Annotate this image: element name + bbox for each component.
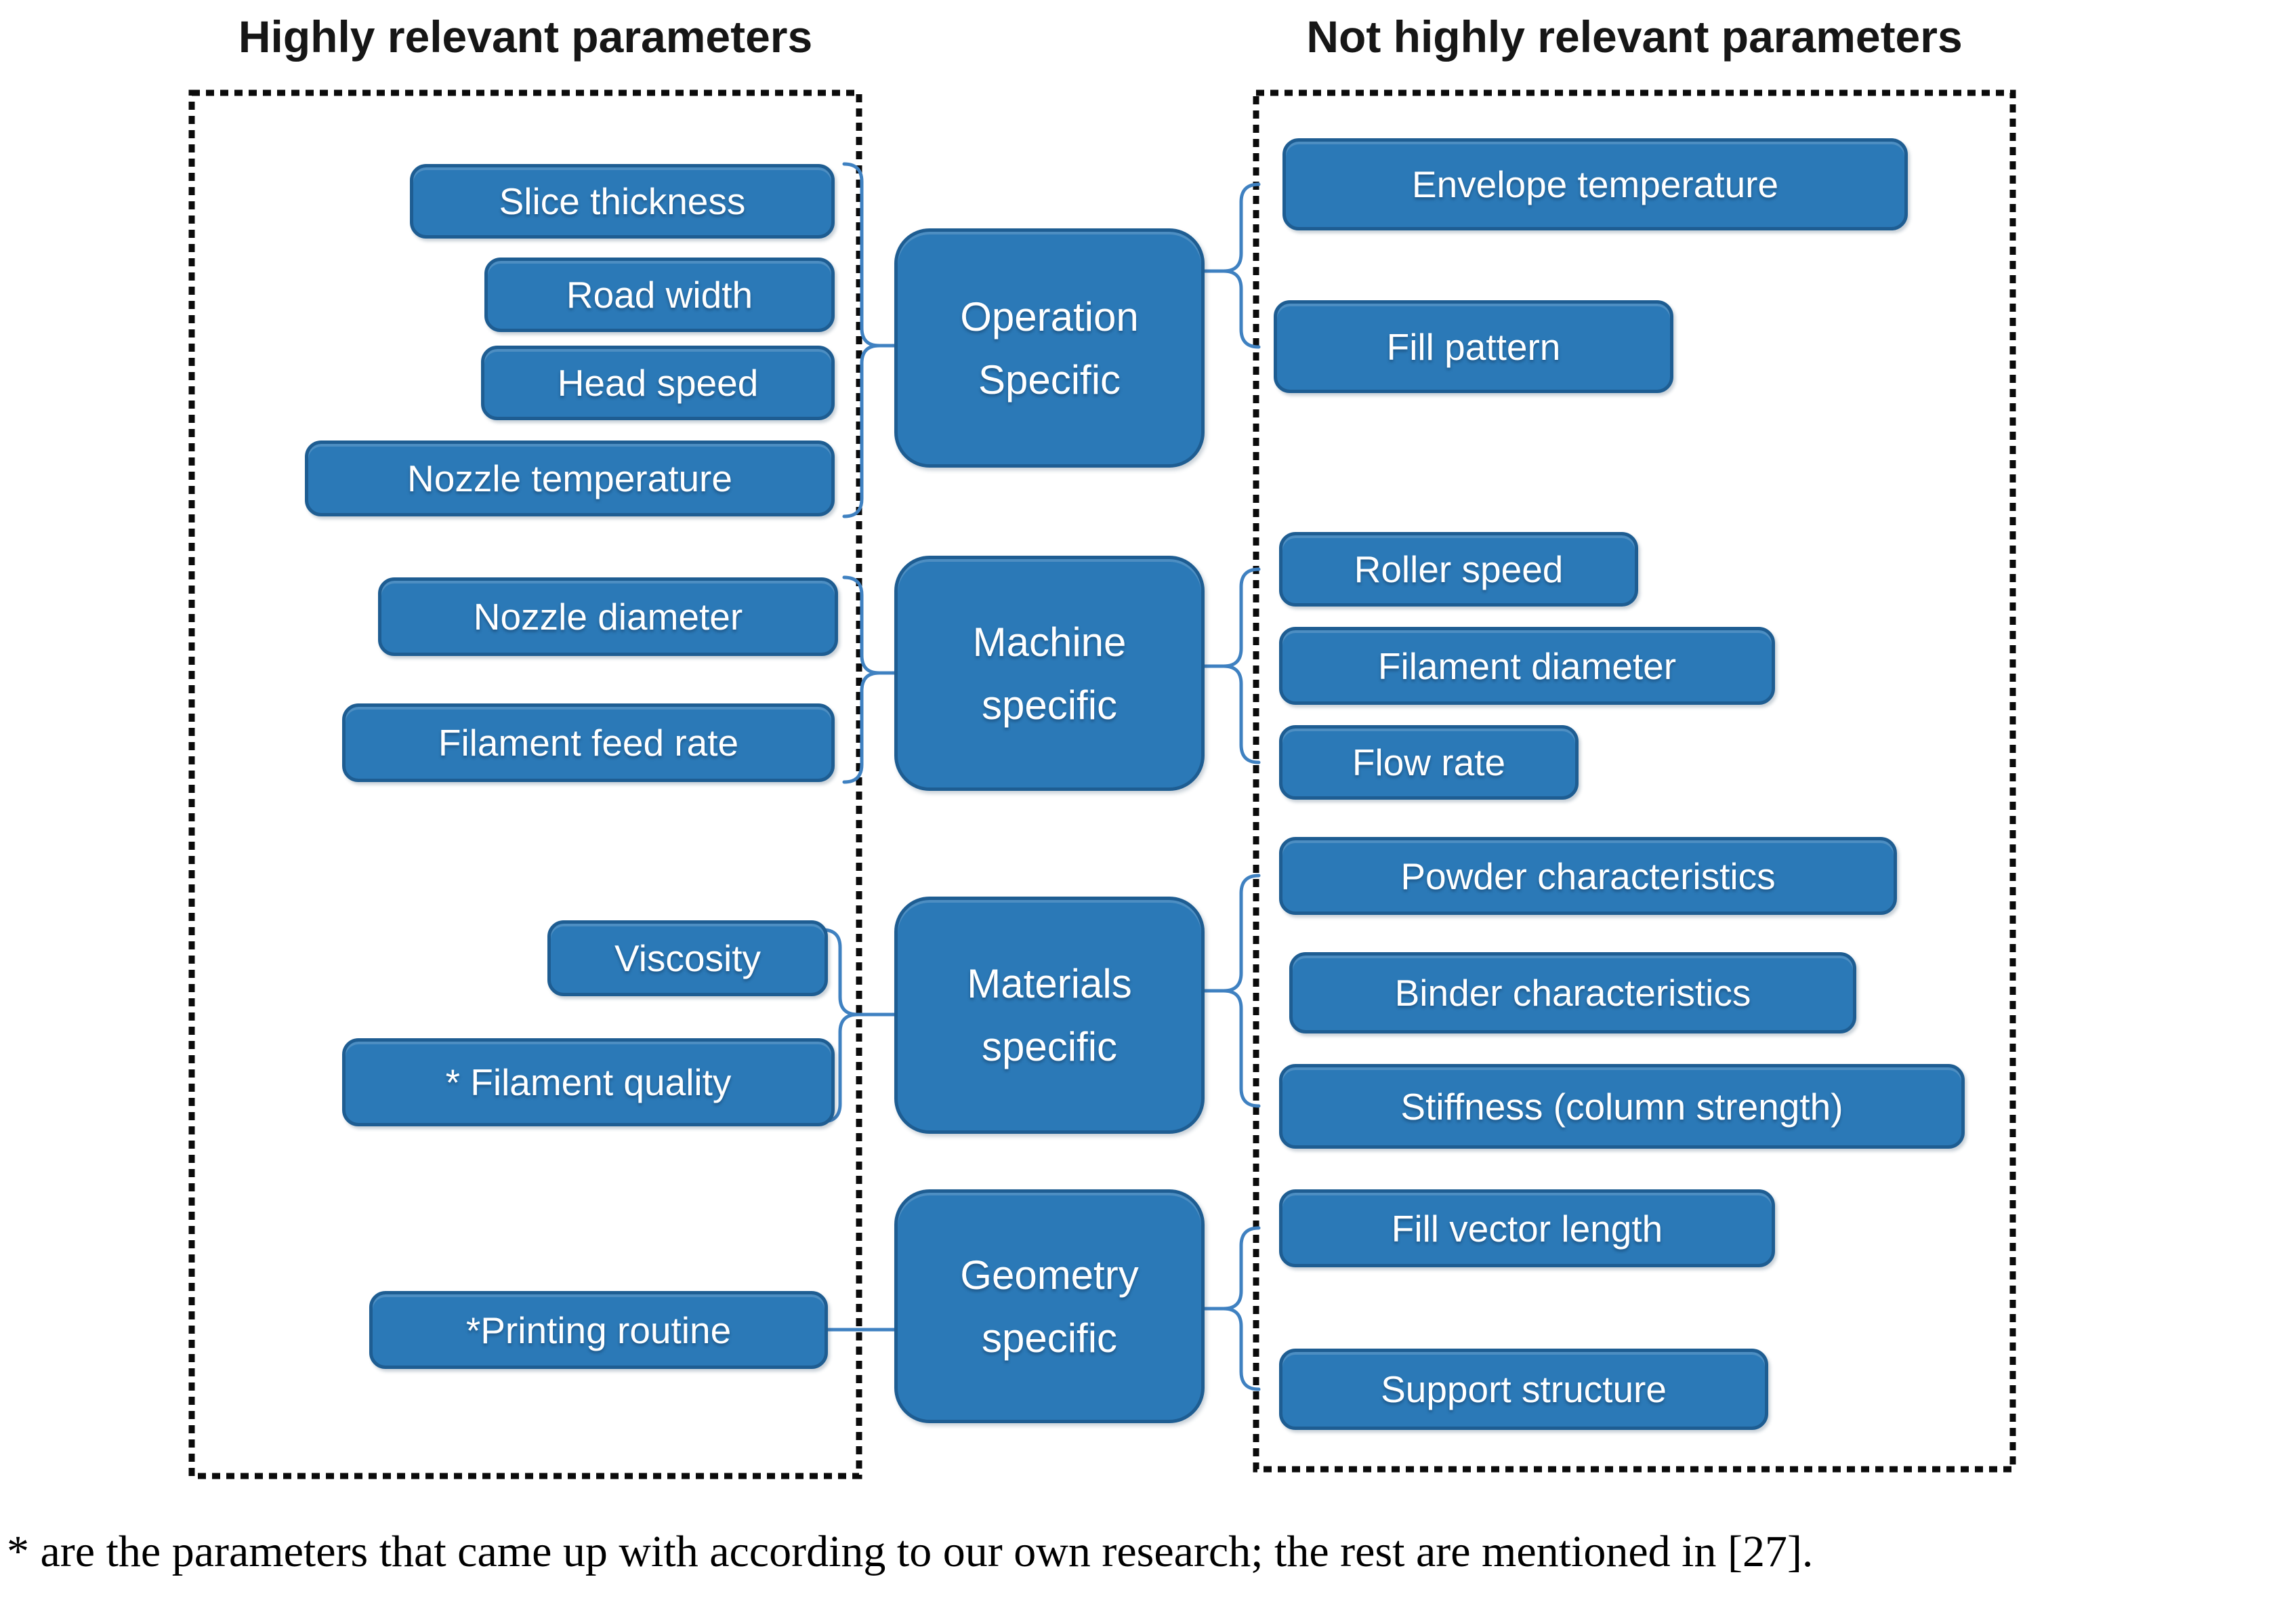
connector-brace-4	[1223, 182, 1261, 349]
param-box-viscosity: Viscosity	[547, 920, 828, 996]
param-box-support-structure: Support structure	[1279, 1349, 1768, 1430]
param-box-flow-rate: Flow rate	[1279, 725, 1579, 800]
param-box-powder-characteristics: Powder characteristics	[1279, 837, 1897, 915]
category-box-operation: Operation Specific	[894, 228, 1205, 468]
param-box-filament-feed-rate: Filament feed rate	[342, 703, 835, 782]
param-box-binder-characteristics: Binder characteristics	[1289, 952, 1856, 1033]
right-column-title: Not highly relevant parameters	[1306, 12, 1963, 62]
param-box-printing-routine: *Printing routine	[369, 1291, 828, 1369]
param-box-road-width: Road width	[484, 258, 835, 332]
category-box-geometry: Geometry specific	[894, 1189, 1205, 1423]
left-dotted-frame	[188, 89, 862, 1479]
param-box-stiffness: Stiffness (column strength)	[1279, 1064, 1965, 1149]
param-box-head-speed: Head speed	[481, 346, 835, 420]
param-box-roller-speed: Roller speed	[1279, 532, 1638, 607]
category-box-materials: Materials specific	[894, 897, 1205, 1134]
param-box-nozzle-diameter: Nozzle diameter	[378, 577, 838, 656]
param-box-nozzle-temperature: Nozzle temperature	[305, 441, 835, 516]
param-box-fill-pattern: Fill pattern	[1274, 300, 1673, 393]
footnote: * are the parameters that came up with a…	[7, 1527, 1814, 1576]
left-column-title: Highly relevant parameters	[238, 12, 813, 62]
param-box-slice-thickness: Slice thickness	[410, 164, 835, 239]
right-dotted-frame	[1253, 89, 2016, 1473]
param-box-fill-vector-length: Fill vector length	[1279, 1189, 1775, 1267]
param-box-filament-quality: * Filament quality	[342, 1038, 835, 1126]
category-box-machine: Machine specific	[894, 556, 1205, 791]
param-box-envelope-temperature: Envelope temperature	[1282, 138, 1908, 230]
param-box-filament-diameter: Filament diameter	[1279, 627, 1775, 705]
